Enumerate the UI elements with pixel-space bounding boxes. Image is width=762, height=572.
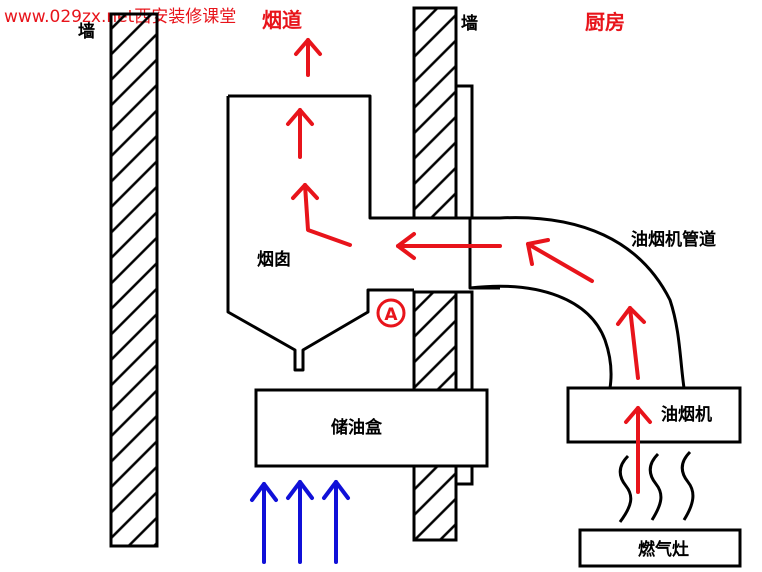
- duct-left-arrow-icon: [396, 232, 502, 260]
- flue-up-arrow-icon: [294, 38, 322, 77]
- wall-left-label: 墙: [78, 21, 95, 42]
- hood-duct-outline: [469, 284, 613, 389]
- blue-airflow-arrows: [250, 480, 350, 564]
- blue-up-arrow-icon: [322, 480, 350, 564]
- marker-a-text: A: [384, 305, 398, 325]
- chimney-label: 烟囱: [257, 249, 291, 270]
- heat-wave-icon: [618, 450, 695, 523]
- chimney-up-arrow-icon: [286, 108, 314, 159]
- oil-box: [254, 388, 489, 468]
- gas-stove: [578, 528, 742, 568]
- range-hood: [566, 386, 742, 444]
- duct-diagonal-arrow-icon: [526, 238, 594, 283]
- gas-stove-label: 燃气灶: [638, 539, 689, 560]
- blue-up-arrow-icon: [286, 480, 314, 564]
- chimney-bend-arrow-icon: [291, 183, 352, 247]
- hood-duct-label: 油烟机管道: [631, 229, 716, 250]
- duct-up-arrow-icon: [616, 306, 646, 380]
- kitchen-label: 厨房: [585, 10, 625, 34]
- marker-a: A: [376, 298, 406, 328]
- range-hood-label: 油烟机: [661, 404, 712, 425]
- hood-up-arrow-icon: [624, 406, 652, 494]
- flue-label: 烟道: [262, 8, 302, 32]
- red-airflow-arrows: [286, 38, 652, 494]
- blue-up-arrow-icon: [250, 482, 278, 564]
- oil-box-label: 储油盒: [331, 417, 383, 438]
- wall-right-label: 墙: [461, 13, 478, 34]
- left-wall: [109, 12, 159, 548]
